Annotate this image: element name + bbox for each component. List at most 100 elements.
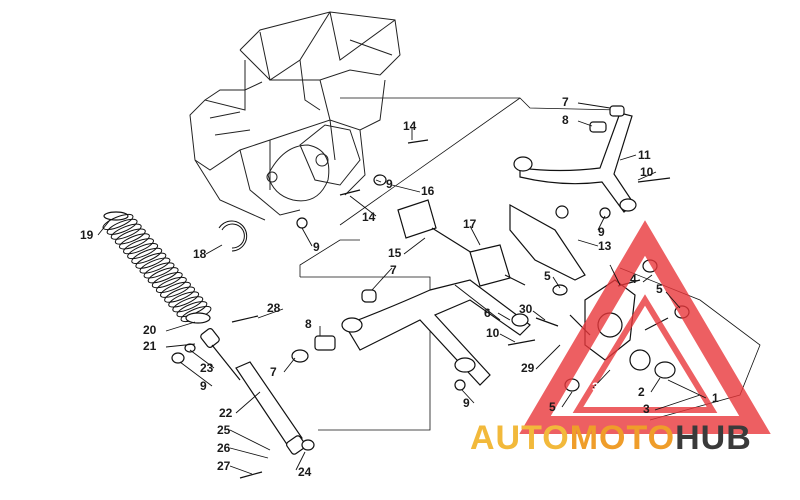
callout-16: 16 (421, 184, 435, 198)
callout-14-mid: 14 (362, 210, 376, 224)
callout-18: 18 (193, 247, 207, 261)
leader-line (375, 179, 382, 183)
leader-line (561, 391, 573, 408)
leader-line (650, 377, 661, 393)
callout-22: 22 (219, 406, 233, 420)
leader-line (403, 237, 426, 255)
leader-line (97, 219, 111, 236)
callout-19: 19 (80, 228, 94, 242)
leader-line (165, 321, 196, 332)
callout-labels: 1 2 3 4 5 5 5 6 7 7 7 8 8 9 9 9 9 9 10 1… (80, 95, 719, 479)
upper-a-arm (513, 105, 637, 213)
callout-1: 1 (712, 391, 719, 405)
spring-coil (172, 296, 204, 313)
spring-coil (164, 286, 196, 303)
leader-line (391, 184, 421, 193)
shock-absorber (200, 327, 306, 455)
callout-17: 17 (463, 217, 477, 231)
callout-29: 29 (521, 361, 535, 375)
callout-31: 31 (592, 380, 606, 394)
spring-coil (118, 233, 150, 250)
callout-13: 13 (598, 239, 612, 253)
leader-line (229, 447, 269, 459)
callout-21: 21 (143, 339, 157, 353)
leader-line (205, 244, 223, 255)
leader-line (469, 225, 481, 246)
callout-5-right: 5 (656, 282, 663, 296)
leader-line (577, 102, 611, 109)
spring-coil (139, 257, 171, 274)
callout-9-bracket: 9 (313, 240, 320, 254)
vehicle-frame (189, 11, 401, 221)
guard-plate (509, 203, 586, 281)
leader-line (295, 451, 306, 471)
callout-3: 3 (643, 402, 650, 416)
watermark-triangle (519, 220, 771, 434)
leader-line (189, 349, 215, 369)
cv-axle (397, 199, 526, 287)
leader-line (592, 369, 611, 389)
callout-30: 30 (519, 302, 533, 316)
leader-line (499, 333, 516, 343)
spring-coil (147, 267, 179, 284)
spring-coil (160, 281, 191, 298)
callout-9-lower: 9 (463, 396, 470, 410)
leader-line (179, 361, 213, 387)
leader-line (461, 389, 475, 404)
callout-8-left: 8 (305, 317, 312, 331)
leader-line (577, 239, 599, 247)
retaining-ring-outer (218, 220, 248, 252)
callout-7-top: 7 (562, 95, 569, 109)
callout-11: 11 (638, 148, 651, 162)
leader-lines (97, 102, 707, 475)
lower-a-arm (341, 279, 531, 386)
shock-spring (102, 211, 212, 324)
leader-line (349, 195, 377, 217)
callout-24: 24 (298, 465, 312, 479)
leader-line (597, 215, 606, 231)
callout-26: 26 (217, 441, 231, 455)
spring-coil (127, 242, 159, 260)
callout-10-lower: 10 (486, 326, 500, 340)
spring-coil (106, 218, 138, 235)
spring-coil (114, 228, 146, 245)
spring-coil (110, 223, 142, 240)
callout-9-arm: 9 (598, 225, 605, 239)
leader-line (552, 276, 561, 289)
watermark-logo: AUTOMOTOHUB (470, 418, 800, 458)
callout-10-upper: 10 (640, 165, 654, 179)
spring-coil (131, 247, 163, 264)
leader-line (283, 357, 296, 373)
leader-line (497, 312, 511, 321)
callout-20: 20 (143, 323, 157, 337)
leader-line (642, 274, 653, 283)
leader-line (619, 154, 637, 161)
leader-line (609, 264, 621, 286)
leader-line (532, 310, 546, 321)
callout-8-top: 8 (562, 113, 569, 127)
callout-5-lower: 5 (549, 400, 556, 414)
leader-line (535, 344, 561, 370)
spring-coil (123, 238, 154, 255)
spring-coil (168, 291, 200, 308)
spring-coil (151, 272, 183, 289)
callout-15: 15 (388, 246, 402, 260)
watermark-moto: MOTO (569, 419, 676, 457)
leader-line (257, 308, 284, 319)
spring-coil (143, 262, 175, 279)
callout-9-frame: 9 (386, 177, 393, 191)
callout-28: 28 (267, 301, 281, 315)
callout-5-upper: 5 (544, 269, 551, 283)
callout-7-mid: 7 (390, 263, 397, 277)
callout-14-top: 14 (403, 119, 417, 133)
callout-2: 2 (638, 385, 645, 399)
watermark-auto: AUTO (470, 419, 570, 457)
spring-coil (155, 276, 187, 294)
callout-27: 27 (217, 459, 231, 473)
leader-line (577, 120, 593, 127)
leader-line (637, 171, 657, 181)
callout-9-shock: 9 (200, 379, 207, 393)
leader-line (301, 227, 313, 247)
retaining-ring (221, 223, 245, 249)
